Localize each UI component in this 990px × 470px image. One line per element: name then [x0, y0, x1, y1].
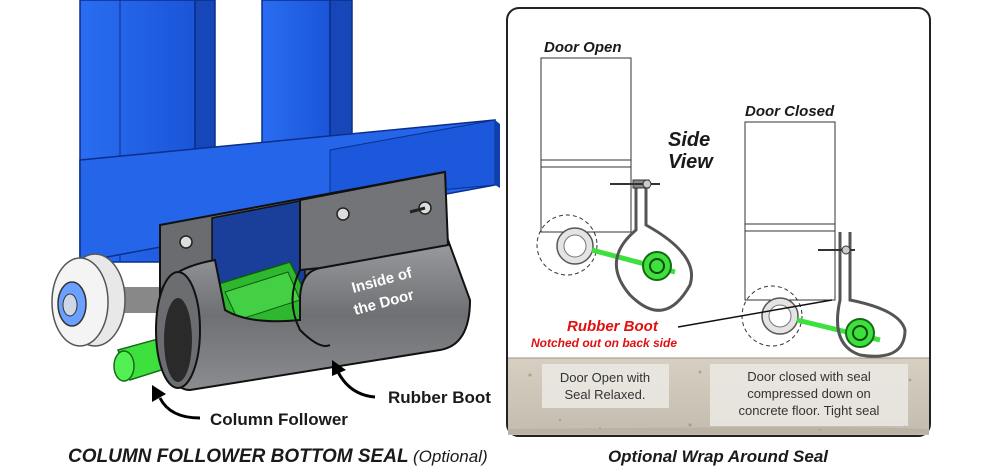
door-open-caption-2: Seal Relaxed.: [565, 387, 646, 402]
door-open-caption-box: [542, 364, 669, 408]
door-open-caption-1: Door Open with: [560, 370, 650, 385]
door-closed-caption-3: concrete floor. Tight seal: [739, 403, 880, 418]
column-follower-arrow: [152, 385, 201, 420]
door-closed-caption-2: compressed down on: [747, 386, 871, 401]
door-open-title: Door Open: [544, 39, 622, 56]
door-closed-title: Door Closed: [745, 103, 835, 120]
left-caption: COLUMN FOLLOWER BOTTOM SEAL: [68, 446, 409, 467]
rubber-boot-label: Rubber Boot: [388, 388, 491, 407]
rubber-boot: [155, 170, 472, 392]
rubber-boot-leader: [677, 299, 833, 328]
concrete-speckles: [528, 370, 912, 432]
door-closed-drawing: [741, 121, 907, 358]
door-closed-caption-box: [710, 364, 908, 426]
right-caption: Optional Wrap Around Seal: [608, 447, 829, 466]
door-closed-caption-1: Door closed with seal: [747, 369, 871, 384]
left-caption-optional: (Optional): [413, 447, 488, 466]
side-view-label-1: Side: [668, 129, 710, 151]
column-follower-label: Column Follower: [210, 410, 348, 429]
door-open-drawing: [536, 57, 693, 312]
rubber-boot-red-label: Rubber Boot: [567, 318, 659, 335]
rubber-boot-arrow: [332, 360, 376, 399]
side-view-label-2: View: [668, 151, 714, 173]
notched-label: Notched out on back side: [531, 336, 677, 350]
roller-wheel: [51, 253, 170, 347]
